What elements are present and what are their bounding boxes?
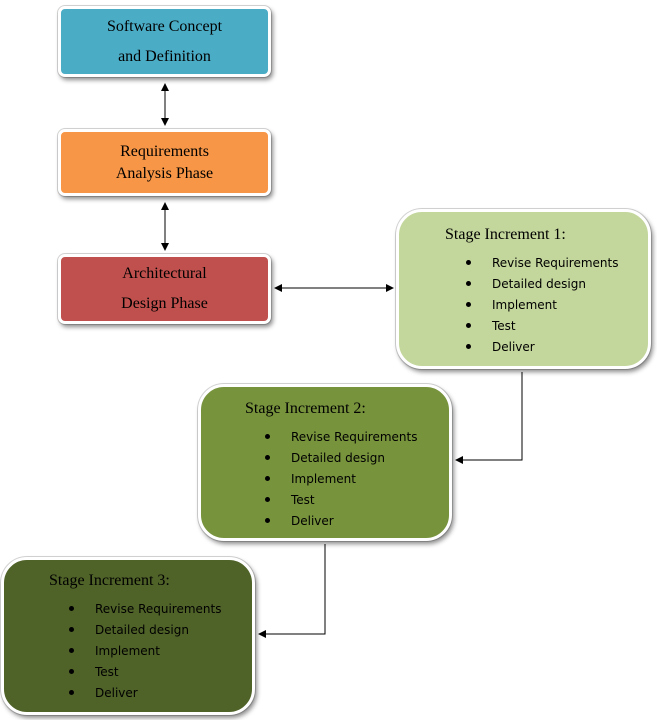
bullet-icon [69, 648, 74, 653]
task-label: Detailed design [291, 451, 385, 465]
stage-increment-1-box: Stage Increment 1: Revise Requirements D… [396, 209, 651, 369]
stage-task-item: Detailed design [466, 274, 619, 295]
stage-task-item: Test [466, 316, 619, 337]
stage-task-item: Detailed design [69, 620, 222, 641]
bullet-icon [466, 344, 471, 349]
bullet-icon [265, 455, 270, 460]
stage-task-list: Revise Requirements Detailed design Impl… [466, 253, 619, 358]
architectural-line-1: Architectural [122, 265, 207, 282]
task-label: Deliver [95, 686, 138, 700]
stage-task-item: Implement [265, 469, 418, 490]
bullet-icon [466, 323, 471, 328]
requirements-line-2: Analysis Phase [115, 164, 214, 182]
task-label: Deliver [492, 340, 535, 354]
task-label: Test [291, 493, 315, 507]
stage-increment-3-box: Stage Increment 3: Revise Requirements D… [1, 557, 255, 715]
requirements-analysis-box: Requirements Analysis Phase [58, 129, 271, 196]
task-label: Revise Requirements [492, 256, 619, 270]
stage-task-item: Test [265, 490, 418, 511]
stage-task-item: Implement [466, 295, 619, 316]
stage-task-item: Deliver [466, 337, 619, 358]
stage-task-item: Implement [69, 641, 222, 662]
task-label: Implement [492, 298, 557, 312]
bullet-icon [69, 627, 74, 632]
stage-title: Stage Increment 1: [445, 226, 566, 243]
task-label: Deliver [291, 514, 334, 528]
bullet-icon [466, 302, 471, 307]
bullet-icon [69, 669, 74, 674]
architectural-design-box: Architectural Design Phase [58, 254, 271, 324]
task-label: Detailed design [492, 277, 586, 291]
task-label: Implement [95, 644, 160, 658]
requirements-line-1: Requirements [120, 142, 209, 160]
arrow-stage1-stage2 [455, 372, 523, 464]
task-label: Test [492, 319, 516, 333]
task-label: Test [95, 665, 119, 679]
stage-task-item: Revise Requirements [466, 253, 619, 274]
software-concept-line-1: Software Concept [106, 17, 223, 35]
task-label: Revise Requirements [291, 430, 418, 444]
architectural-line-2: Design Phase [121, 295, 208, 312]
software-concept-line-2: and Definition [118, 47, 211, 65]
bullet-icon [265, 497, 270, 502]
stage-title: Stage Increment 2: [245, 400, 366, 417]
stage-task-item: Deliver [69, 683, 222, 704]
arrow-stage2-stage3 [258, 544, 326, 638]
bullet-icon [466, 281, 471, 286]
task-label: Detailed design [95, 623, 189, 637]
stage-task-list: Revise Requirements Detailed design Impl… [69, 599, 222, 704]
stage-task-item: Detailed design [265, 448, 418, 469]
stage-task-item: Test [69, 662, 222, 683]
bullet-icon [265, 476, 270, 481]
task-label: Revise Requirements [95, 602, 222, 616]
stage-task-list: Revise Requirements Detailed design Impl… [265, 427, 418, 532]
stage-task-item: Deliver [265, 511, 418, 532]
software-concept-box: Software Concept and Definition [58, 6, 271, 77]
stage-title: Stage Increment 3: [49, 572, 170, 589]
bullet-icon [265, 518, 270, 523]
bullet-icon [466, 260, 471, 265]
task-label: Implement [291, 472, 356, 486]
stage-task-item: Revise Requirements [265, 427, 418, 448]
stage-increment-2-box: Stage Increment 2: Revise Requirements D… [198, 384, 452, 541]
bullet-icon [69, 690, 74, 695]
bullet-icon [69, 606, 74, 611]
stage-task-item: Revise Requirements [69, 599, 222, 620]
bullet-icon [265, 434, 270, 439]
